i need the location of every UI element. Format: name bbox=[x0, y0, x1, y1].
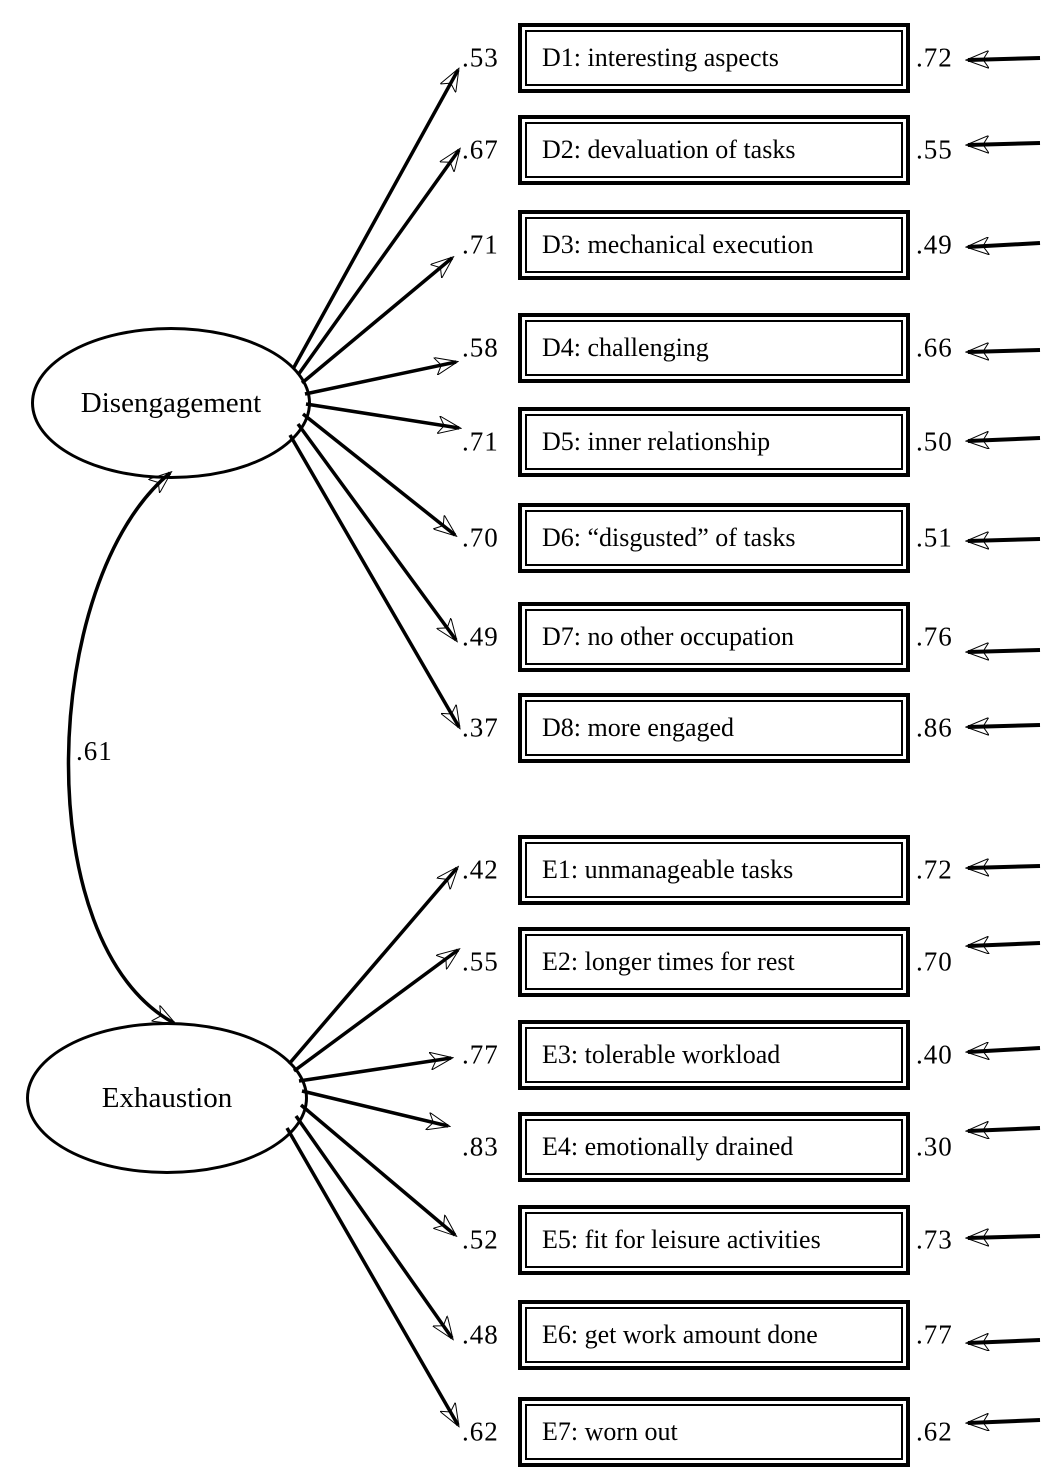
indicator-row-e7: .62 E7: worn out .62 bbox=[0, 1397, 1047, 1467]
error-value: .76 bbox=[916, 621, 953, 652]
latent-factor-exhaustion: Exhaustion bbox=[26, 1022, 308, 1174]
indicator-row-d7: .49 D7: no other occupation .76 bbox=[0, 602, 1047, 672]
loading-arrow-d8 bbox=[288, 434, 459, 727]
error-value: .72 bbox=[916, 42, 953, 73]
loading-value: .49 bbox=[462, 621, 499, 652]
error-value: .55 bbox=[916, 134, 953, 165]
latent-factor-disengagement: Disengagement bbox=[31, 327, 311, 479]
indicator-row-d2: .67 D2: devaluation of tasks .55 bbox=[0, 115, 1047, 185]
indicator-label: E4: emotionally drained bbox=[542, 1132, 794, 1161]
error-value: .40 bbox=[916, 1039, 953, 1070]
indicator-box: D6: “disgusted” of tasks bbox=[518, 503, 910, 573]
indicator-label: D2: devaluation of tasks bbox=[542, 135, 796, 164]
indicator-label: E1: unmanageable tasks bbox=[542, 855, 794, 884]
indicator-row-d1: .53 D1: interesting aspects .72 bbox=[0, 23, 1047, 93]
loading-value: .71 bbox=[462, 426, 499, 457]
indicator-row-d3: .71 D3: mechanical execution .49 bbox=[0, 210, 1047, 280]
indicator-box: E3: tolerable workload bbox=[518, 1020, 910, 1090]
indicator-label: E6: get work amount done bbox=[542, 1320, 818, 1349]
indicator-row-e3: .77 E3: tolerable workload .40 bbox=[0, 1020, 1047, 1090]
indicator-box: D3: mechanical execution bbox=[518, 210, 910, 280]
indicator-box: D1: interesting aspects bbox=[518, 23, 910, 93]
loading-value: .62 bbox=[462, 1416, 499, 1447]
loading-value: .58 bbox=[462, 332, 499, 363]
loading-value: .42 bbox=[462, 854, 499, 885]
indicator-box: D5: inner relationship bbox=[518, 407, 910, 477]
error-value: .72 bbox=[916, 854, 953, 885]
loading-value: .70 bbox=[462, 522, 499, 553]
indicator-box: E6: get work amount done bbox=[518, 1300, 910, 1370]
indicator-box: E1: unmanageable tasks bbox=[518, 835, 910, 905]
factor-label: Disengagement bbox=[80, 386, 262, 419]
error-value: .62 bbox=[916, 1416, 953, 1447]
loading-value: .67 bbox=[462, 134, 499, 165]
indicator-label: E5: fit for leisure activities bbox=[542, 1225, 821, 1254]
error-value: .50 bbox=[916, 426, 953, 457]
error-value: .30 bbox=[916, 1131, 953, 1162]
indicator-box: D2: devaluation of tasks bbox=[518, 115, 910, 185]
indicator-label: D7: no other occupation bbox=[542, 622, 794, 651]
error-value: .70 bbox=[916, 946, 953, 977]
indicator-row-d8: .37 D8: more engaged .86 bbox=[0, 693, 1047, 763]
error-value: .51 bbox=[916, 522, 953, 553]
indicator-box: D8: more engaged bbox=[518, 693, 910, 763]
indicator-box: D4: challenging bbox=[518, 313, 910, 383]
error-value: .73 bbox=[916, 1224, 953, 1255]
loading-value: .37 bbox=[462, 712, 499, 743]
indicator-label: E7: worn out bbox=[542, 1417, 678, 1446]
loading-value: .48 bbox=[462, 1319, 499, 1350]
loading-value: .55 bbox=[462, 946, 499, 977]
factor-label: Exhaustion bbox=[101, 1081, 233, 1114]
indicator-label: E2: longer times for rest bbox=[542, 947, 795, 976]
loading-value: .77 bbox=[462, 1039, 499, 1070]
indicator-label: D5: inner relationship bbox=[542, 427, 771, 456]
indicator-row-e4: .83 E4: emotionally drained .30 bbox=[0, 1112, 1047, 1182]
indicator-box: E5: fit for leisure activities bbox=[518, 1205, 910, 1275]
indicator-box: E2: longer times for rest bbox=[518, 927, 910, 997]
correlation-value: .61 bbox=[76, 736, 113, 766]
indicator-row-e1: .42 E1: unmanageable tasks .72 bbox=[0, 835, 1047, 905]
loading-value: .52 bbox=[462, 1224, 499, 1255]
error-value: .77 bbox=[916, 1319, 953, 1350]
indicator-label: D3: mechanical execution bbox=[542, 230, 814, 259]
loading-value: .83 bbox=[462, 1131, 499, 1162]
indicator-row-d5: .71 D5: inner relationship .50 bbox=[0, 407, 1047, 477]
indicator-label: D4: challenging bbox=[542, 333, 709, 362]
indicator-row-d6: .70 D6: “disgusted” of tasks .51 bbox=[0, 503, 1047, 573]
indicator-row-e2: .55 E2: longer times for rest .70 bbox=[0, 927, 1047, 997]
error-value: .66 bbox=[916, 332, 953, 363]
indicator-row-e5: .52 E5: fit for leisure activities .73 bbox=[0, 1205, 1047, 1275]
indicator-row-e6: .48 E6: get work amount done .77 bbox=[0, 1300, 1047, 1370]
loading-value: .53 bbox=[462, 42, 499, 73]
indicator-label: D6: “disgusted” of tasks bbox=[542, 523, 796, 552]
indicator-label: D8: more engaged bbox=[542, 713, 735, 742]
loading-value: .71 bbox=[462, 229, 499, 260]
error-value: .49 bbox=[916, 229, 953, 260]
indicator-label: E3: tolerable workload bbox=[542, 1040, 781, 1069]
error-value: .86 bbox=[916, 712, 953, 743]
indicator-box: D7: no other occupation bbox=[518, 602, 910, 672]
indicator-row-d4: .58 D4: challenging .66 bbox=[0, 313, 1047, 383]
indicator-box: E7: worn out bbox=[518, 1397, 910, 1467]
indicator-box: E4: emotionally drained bbox=[518, 1112, 910, 1182]
indicator-label: D1: interesting aspects bbox=[542, 43, 779, 72]
